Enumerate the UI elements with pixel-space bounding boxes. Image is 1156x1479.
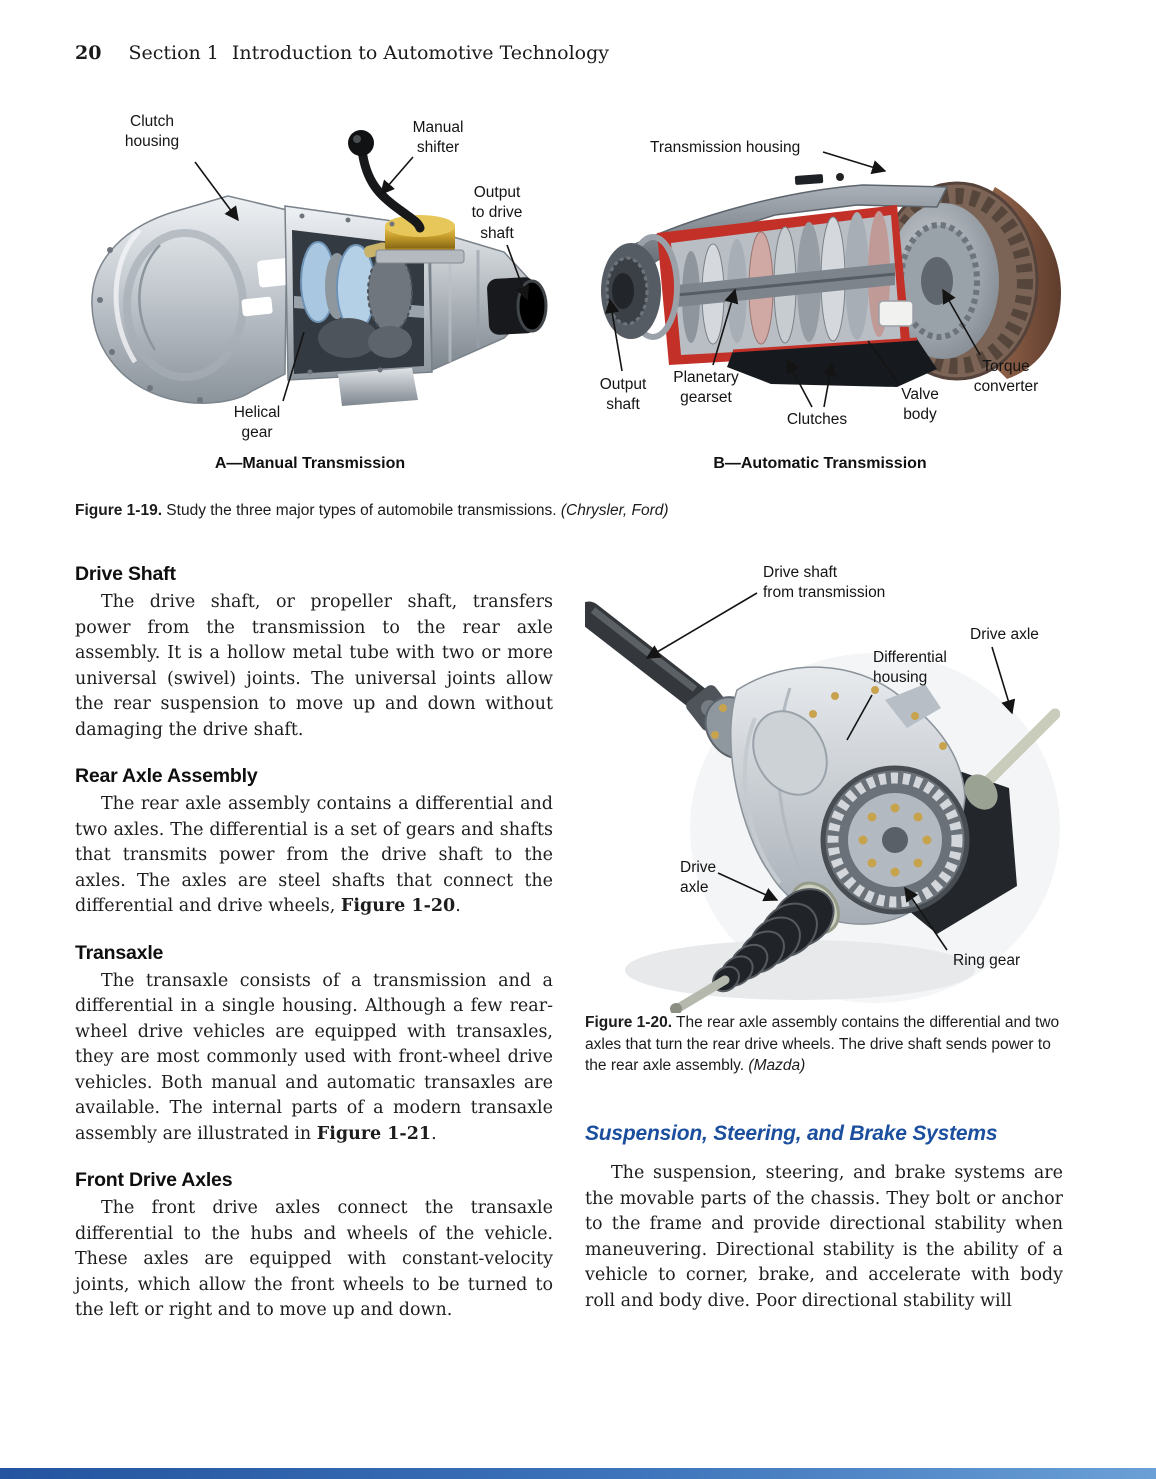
paragraph-text: .: [431, 1123, 437, 1144]
panel-a-title: A—Manual Transmission: [214, 455, 406, 472]
figure-1-19-caption-text: Study the three major types of automobil…: [162, 502, 561, 519]
label-clutches: Clutches: [786, 411, 848, 428]
label-output-to-drive-shaft: Output to drive shaft: [471, 184, 523, 242]
section-label: Section 1: [128, 42, 219, 64]
running-head: 20 Section 1 Introduction to Automotive Te…: [75, 42, 609, 64]
figure-1-20-caption-text: The rear axle assembly contains the diff…: [585, 1014, 1060, 1075]
right-text-column: Suspension, Steering, and Brake Systems …: [585, 1122, 1063, 1314]
manual-transmission-illustration: [91, 130, 548, 406]
label-torque-converter: Torque converter: [973, 358, 1039, 396]
label-manual-shifter: Manual shifter: [412, 119, 464, 157]
label-helical-gear: Helical gear: [233, 404, 281, 442]
label-ring-gear: Ring gear: [953, 952, 1021, 969]
paragraph-rear-axle-assembly: The rear axle assembly contains a differ…: [75, 792, 553, 920]
label-drive-axle-right: Drive axle: [970, 626, 1039, 643]
figure-1-20-caption: Figure 1-20. The rear axle assembly cont…: [585, 1012, 1063, 1077]
figure-1-20-caption-label: Figure 1-20.: [585, 1014, 672, 1031]
label-valve-body: Valve body: [901, 386, 939, 424]
figure-1-19-caption: Figure 1-19. Study the three major types…: [75, 500, 855, 522]
figure-1-20-caption-credit: (Mazda): [748, 1057, 806, 1075]
paragraph-front-drive-axles: The front drive axles connect the transa…: [75, 1198, 553, 1320]
heading-front-drive-axles: Front Drive Axles: [75, 1169, 233, 1191]
heading-transaxle: Transaxle: [75, 941, 164, 964]
label-output-shaft: Output shaft: [599, 376, 647, 414]
panel-b-title: B—Automatic Transmission: [713, 455, 927, 472]
footer-accent-bar: [0, 1468, 1156, 1479]
heading-suspension-steering-brakes: Suspension, Steering, and Brake Systems: [585, 1122, 998, 1145]
paragraph-text: .: [455, 896, 461, 916]
label-drive-shaft-from-transmission: Drive shaft from transmission: [763, 564, 886, 602]
paragraph-transaxle: The transaxle consists of a transmission…: [75, 969, 553, 1148]
figure-reference: Figure 1-20: [340, 896, 456, 916]
paragraph-suspension-steering-brakes: The suspension, steering, and brake syst…: [585, 1163, 1063, 1311]
label-clutch-housing: Clutch housing: [124, 113, 180, 151]
label-planetary-gearset: Planetary gearset: [673, 369, 739, 407]
section-title: Introduction to Automotive Technology: [231, 42, 609, 64]
heading-drive-shaft: Drive Shaft: [75, 563, 176, 585]
paragraph-text: The rear axle assembly contains a differ…: [75, 794, 553, 916]
figure-1-19-caption-credit: (Chrysler, Ford): [560, 502, 669, 519]
figure-1-20: Drive shaft from transmission Drive axle…: [585, 555, 1063, 1015]
left-text-column: Drive Shaft The drive shaft, or propelle…: [75, 563, 553, 1324]
label-drive-axle-left: Drive axle: [680, 859, 717, 897]
figure-1-19: Clutch housing Manual shifter Output to …: [75, 95, 1085, 490]
page-number: 20: [75, 42, 102, 64]
rear-axle-assembly-illustration: [585, 601, 1060, 1013]
label-transmission-housing: Transmission housing: [650, 139, 801, 156]
label-differential-housing: Differential housing: [873, 649, 947, 687]
heading-rear-axle-assembly: Rear Axle Assembly: [75, 765, 258, 787]
paragraph-text: The transaxle consists of a transmission…: [75, 970, 553, 1144]
paragraph-drive-shaft: The drive shaft, or propeller shaft, tra…: [75, 592, 553, 740]
figure-reference: Figure 1-21: [316, 1123, 432, 1144]
figure-1-19-caption-label: Figure 1-19.: [75, 502, 162, 519]
